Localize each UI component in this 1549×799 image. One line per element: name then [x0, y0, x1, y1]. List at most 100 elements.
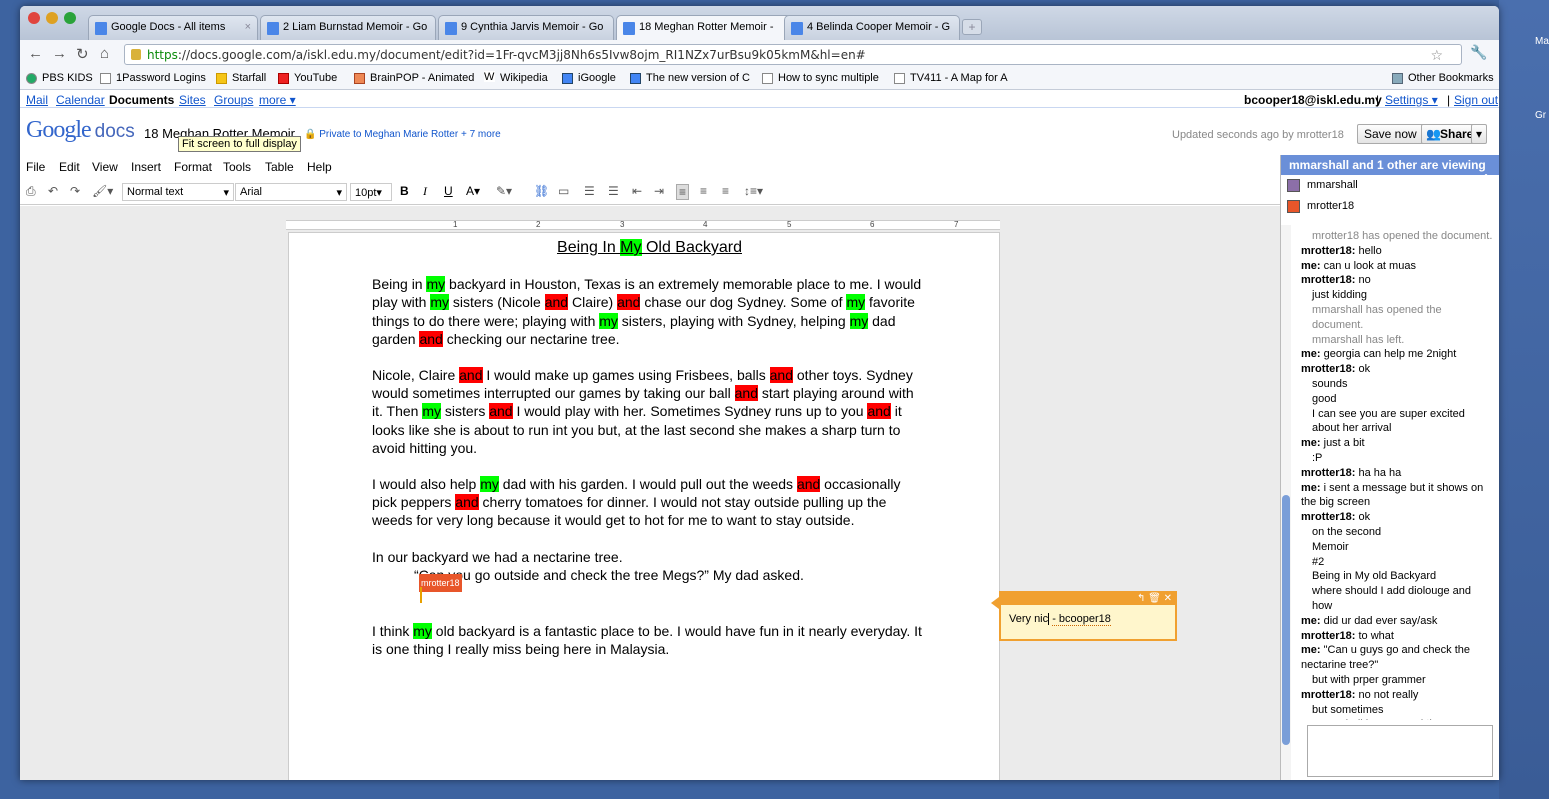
align-left-icon[interactable]: ≡ [676, 184, 690, 200]
menu-view[interactable]: View [92, 160, 118, 174]
highlight-color-icon[interactable]: ✎▾ [496, 184, 513, 198]
decrease-indent-icon[interactable]: ⇤ [632, 184, 643, 198]
menu-tools[interactable]: Tools [223, 160, 252, 174]
font-select[interactable]: Arial▾ [235, 183, 347, 201]
save-now-button[interactable]: Save now [1357, 124, 1424, 144]
bulleted-list-icon[interactable]: ☰ [608, 184, 619, 198]
line-spacing-icon[interactable]: ↕≡▾ [744, 184, 764, 198]
numbered-list-icon[interactable]: ☰ [584, 184, 595, 198]
forward-icon[interactable]: → [52, 45, 67, 62]
align-right-icon[interactable]: ≡ [722, 184, 730, 198]
menu-table[interactable]: Table [265, 160, 294, 174]
chat-text: but sometimes [1312, 703, 1384, 716]
share-dropdown-button[interactable]: ▾ [1471, 124, 1488, 144]
paragraph-2: Nicole, Claire and I would make up games… [372, 366, 927, 457]
tab-google-docs[interactable]: Google Docs - All items× [88, 15, 258, 40]
home-icon[interactable]: ⌂ [100, 45, 110, 62]
bookmark-label: 1Password Logins [116, 72, 206, 84]
italic-button[interactable]: I [423, 184, 427, 198]
gbar-sites[interactable]: Sites [179, 93, 206, 107]
print-icon[interactable]: ⎙ [26, 184, 36, 198]
gbar-documents[interactable]: Documents [109, 93, 175, 107]
privacy-link[interactable]: 🔒 Private to Meghan Marie Rotter + 7 mor… [304, 129, 501, 140]
share-button[interactable]: 👥Share [1421, 124, 1481, 144]
tab-liam-memoir[interactable]: 2 Liam Burnstad Memoir - Go [260, 15, 436, 40]
docs-favicon-icon [791, 22, 803, 35]
comment-author: - bcooper18 [1052, 613, 1111, 626]
text-color-icon[interactable]: A▾ [466, 184, 481, 198]
bookmark-item[interactable]: YouTube [278, 72, 337, 84]
document-page[interactable]: Being In My Old Backyard Being in my bac… [288, 232, 1000, 780]
comment-bubble[interactable]: ↰ 🗑 ✕ Very nic - bcooper18 [991, 591, 1177, 641]
bookmark-item[interactable]: How to sync multiple [762, 72, 879, 84]
bookmark-item[interactable]: BrainPOP - Animated [354, 72, 474, 84]
bookmark-item[interactable]: TV411 - A Map for A [894, 72, 1008, 84]
chat-author: mrotter18: [1301, 466, 1356, 479]
tab-belinda-memoir[interactable]: 4 Belinda Cooper Memoir - G [784, 15, 960, 40]
chat-message: mrotter18: ha ha ha [1301, 466, 1494, 481]
collapse-icon[interactable]: ⌃ [1480, 172, 1491, 186]
chat-input[interactable] [1307, 725, 1493, 777]
highlighted-word: and [734, 385, 758, 402]
close-icon[interactable]: ✕ [1163, 593, 1172, 604]
undo-icon[interactable]: ↶ [48, 184, 59, 198]
gbar-groups[interactable]: Groups [214, 93, 254, 107]
image-icon[interactable]: ▭ [558, 184, 570, 198]
ruler[interactable]: 1 2 3 4 5 6 7 [286, 220, 1000, 230]
settings-link[interactable]: Settings ▾ [1385, 93, 1438, 107]
style-select[interactable]: Normal text▾ [122, 183, 234, 201]
minimize-window-icon[interactable] [46, 12, 58, 24]
new-tab-button[interactable]: + [962, 19, 982, 35]
close-icon[interactable]: × [244, 21, 251, 33]
bold-button[interactable]: B [400, 184, 409, 198]
bookmark-item[interactable]: Starfall [216, 72, 266, 84]
reply-icon[interactable]: ↰ [1136, 593, 1146, 604]
wrench-icon[interactable]: 🔧 [1470, 44, 1488, 60]
document-body[interactable]: Being In My Old Backyard Being in my bac… [372, 239, 927, 676]
scroll-thumb[interactable] [1282, 495, 1290, 745]
menu-insert[interactable]: Insert [131, 160, 162, 174]
chat-author: mrotter18: [1301, 244, 1356, 257]
chat-text: can u look at muas [1320, 259, 1416, 272]
tab-meghan-memoir[interactable]: 18 Meghan Rotter Memoir - [616, 15, 792, 40]
logo-google: Google [26, 117, 92, 143]
menu-edit[interactable]: Edit [59, 160, 80, 174]
gbar-more[interactable]: more ▾ [259, 93, 296, 107]
bookmark-item[interactable]: PBS KIDS [26, 72, 93, 84]
redo-icon[interactable]: ↷ [70, 184, 81, 198]
gbar-mail[interactable]: Mail [26, 93, 49, 107]
bookmark-item[interactable]: iGoogle [562, 72, 616, 84]
gbar-calendar[interactable]: Calendar [56, 93, 105, 107]
underline-button[interactable]: U [444, 184, 453, 198]
size-select[interactable]: 10pt▾ [350, 183, 392, 201]
chat-panel: mmarshall and 1 other are viewing⌃ mmars… [1280, 155, 1499, 780]
sign-out-link[interactable]: Sign out [1454, 93, 1499, 107]
comment-text[interactable]: Very nic - bcooper18 [1001, 605, 1175, 633]
bookmark-item[interactable]: 1Password Logins [100, 72, 206, 84]
bookmark-star-icon[interactable]: ☆ [1430, 48, 1443, 64]
increase-indent-icon[interactable]: ⇥ [654, 184, 665, 198]
tab-cynthia-memoir[interactable]: 9 Cynthia Jarvis Memoir - Go [438, 15, 614, 40]
text-caret [1048, 613, 1050, 625]
menu-format[interactable]: Format [174, 160, 213, 174]
reload-icon[interactable]: ↻ [76, 46, 89, 63]
viewers-header[interactable]: mmarshall and 1 other are viewing⌃ [1281, 155, 1499, 186]
other-bookmarks[interactable]: Other Bookmarks [1392, 72, 1494, 84]
bookmark-label: iGoogle [578, 72, 616, 84]
trash-icon[interactable]: 🗑 [1148, 593, 1161, 604]
link-icon[interactable]: ⛓ [534, 184, 550, 198]
menu-help[interactable]: Help [307, 160, 332, 174]
menu-file[interactable]: File [26, 160, 46, 174]
back-icon[interactable]: ← [28, 45, 43, 62]
align-center-icon[interactable]: ≡ [700, 184, 708, 198]
chat-scrollbar[interactable] [1281, 225, 1291, 780]
zoom-window-icon[interactable] [64, 12, 76, 24]
chat-text: Memoir [1312, 540, 1349, 553]
bookmark-item[interactable]: The new version of C [630, 72, 750, 84]
highlighted-word: my [430, 294, 450, 311]
address-bar[interactable]: https://docs.google.com/a/iskl.edu.my/do… [124, 44, 1462, 65]
close-window-icon[interactable] [28, 12, 40, 24]
paint-format-icon[interactable]: 🖌▾ [92, 184, 114, 198]
